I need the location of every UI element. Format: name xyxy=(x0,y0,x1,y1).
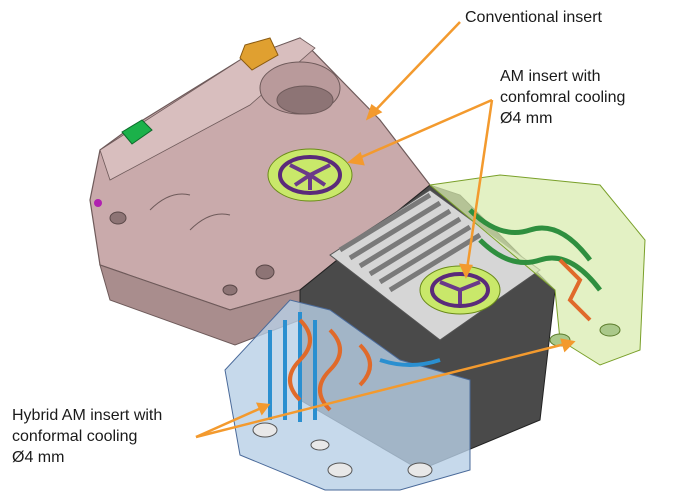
label-am-line-2: confomral cooling xyxy=(500,89,626,106)
conventional-mold-body xyxy=(89,37,431,346)
orange-tab xyxy=(239,37,279,71)
arrow-hybrid-right xyxy=(195,340,574,439)
callout-arrows xyxy=(195,21,576,439)
label-am-insert: AM insert with confomral cooling Ø4 mm xyxy=(500,66,625,129)
hybrid-insert-block xyxy=(224,299,471,491)
arrow-conventional xyxy=(367,21,461,119)
am-insert-top xyxy=(267,148,353,202)
label-conventional-insert: Conventional insert xyxy=(465,7,602,28)
label-hybrid-line-2: conformal cooling xyxy=(12,428,138,445)
arrow-hybrid-left xyxy=(195,403,269,439)
right-conformal-block xyxy=(428,174,646,366)
label-am-line-1: AM insert with xyxy=(500,68,601,85)
arrow-am-top xyxy=(349,98,493,164)
arrow-am-bottom xyxy=(464,99,494,277)
label-am-line-3: Ø4 mm xyxy=(500,110,553,127)
label-hybrid-insert: Hybrid AM insert with conformal cooling … xyxy=(12,405,162,468)
label-hybrid-line-1: Hybrid AM insert with xyxy=(12,407,163,424)
green-tab xyxy=(121,119,153,145)
label-conventional-line: Conventional insert xyxy=(465,9,602,26)
label-hybrid-line-3: Ø4 mm xyxy=(12,449,65,466)
